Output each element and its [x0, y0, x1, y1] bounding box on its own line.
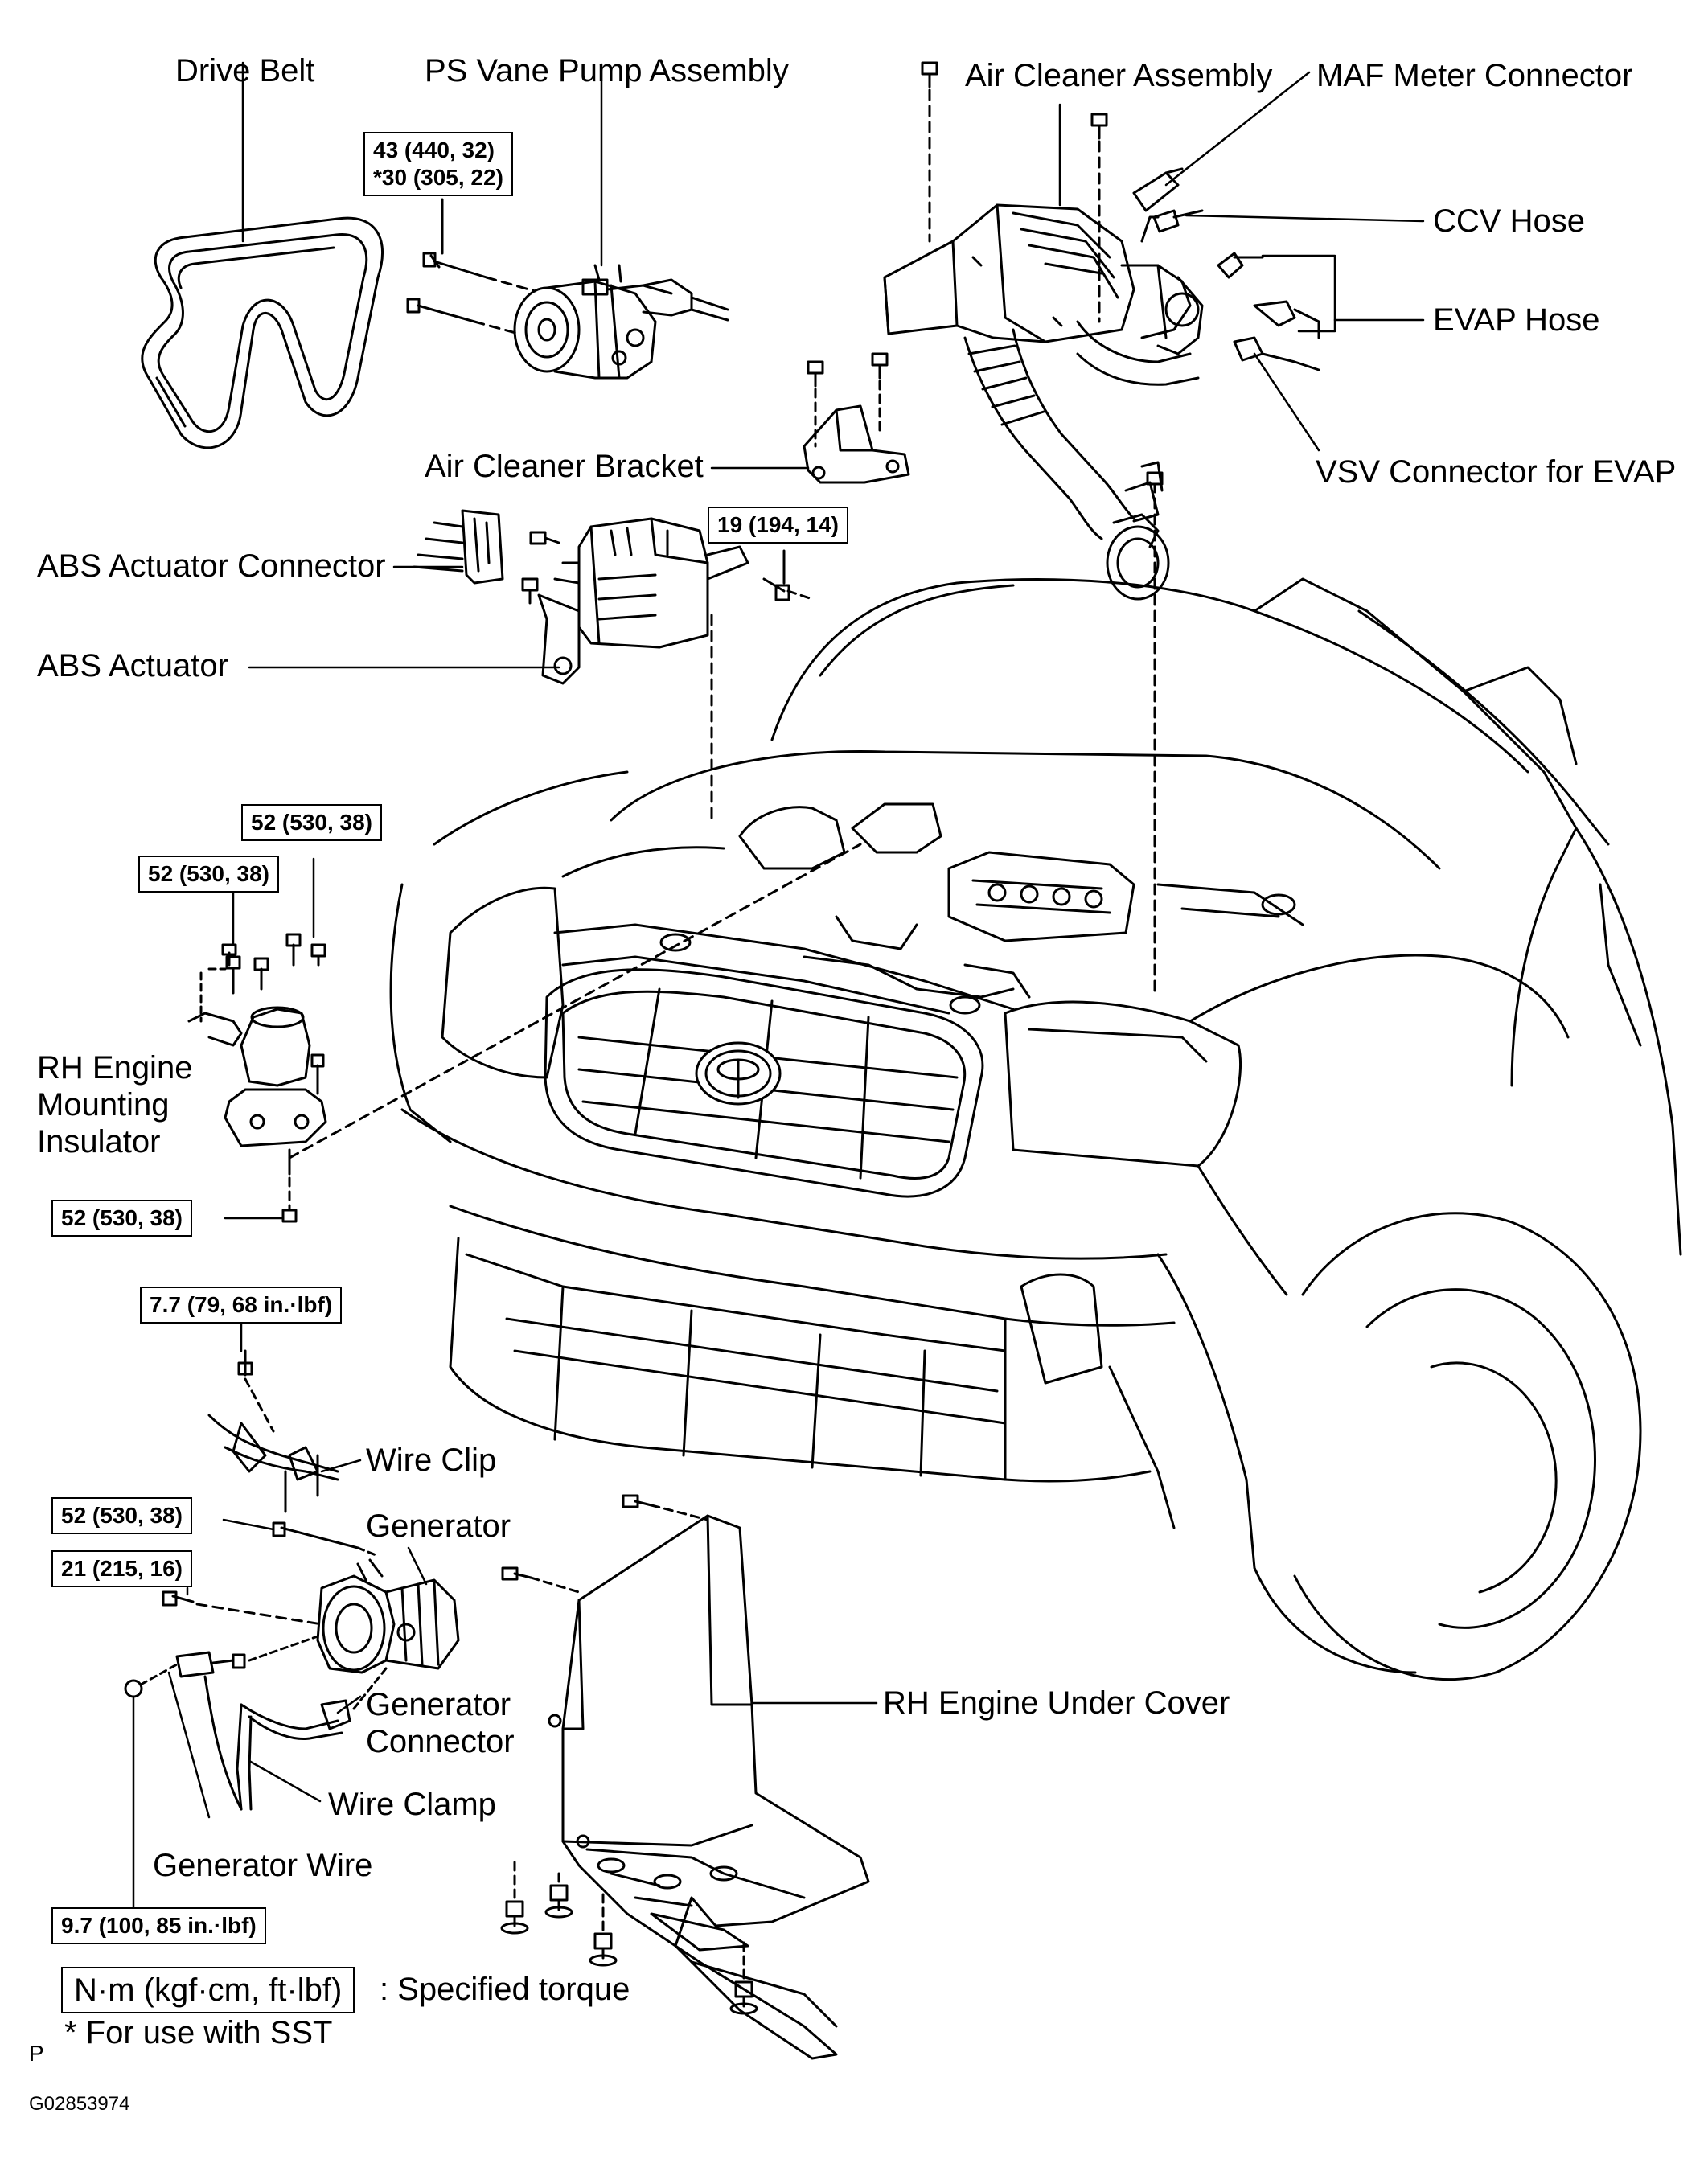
- engine-mount-drawing: [187, 843, 862, 1223]
- generator-drawing: [316, 1558, 460, 1674]
- label-maf-meter-connector: MAF Meter Connector: [1316, 58, 1633, 93]
- under-cover-bolts: [500, 1494, 758, 2015]
- drive-belt-drawing: [141, 216, 384, 449]
- label-rh-engine-mounting-2: Mounting: [37, 1087, 170, 1123]
- label-generator-connector-2: Connector: [366, 1724, 515, 1759]
- vehicle-front-drawing: [389, 577, 1682, 1681]
- torque-generator-bolt-lower-value: 21 (215, 16): [61, 1556, 183, 1581]
- legend-unit-desc: : Specified torque: [380, 1972, 630, 2007]
- label-wire-clamp: Wire Clamp: [328, 1787, 496, 1822]
- torque-generator-bolt-upper: 52 (530, 38): [51, 1497, 192, 1534]
- wire-clip-drawing: [207, 1414, 339, 1513]
- label-abs-actuator: ABS Actuator: [37, 648, 228, 683]
- torque-ps-pump-line2: *30 (305, 22): [373, 165, 503, 190]
- torque-ps-pump-line1: 43 (440, 32): [373, 137, 495, 162]
- label-vsv-connector: VSV Connector for EVAP: [1316, 454, 1677, 490]
- label-abs-actuator-connector: ABS Actuator Connector: [37, 548, 386, 584]
- label-ccv-hose: CCV Hose: [1433, 203, 1585, 239]
- abs-actuator-drawing: [521, 517, 749, 685]
- generator-connector-drawing: [236, 1667, 388, 1811]
- torque-generator-bolt-upper-value: 52 (530, 38): [61, 1503, 183, 1528]
- label-rh-engine-mounting-1: RH Engine: [37, 1050, 193, 1086]
- label-drive-belt: Drive Belt: [175, 53, 315, 88]
- air-cleaner-bracket-drawing: [803, 352, 910, 484]
- air-cleaner-fasteners: [921, 61, 1164, 999]
- label-evap-hose: EVAP Hose: [1433, 302, 1600, 338]
- torque-mount-upper-right-value: 52 (530, 38): [251, 810, 372, 835]
- torque-ps-pump: 43 (440, 32) *30 (305, 22): [363, 132, 513, 196]
- legend-unit-box: N·m (kgf·cm, ft·lbf): [61, 1967, 355, 2013]
- legend-sst-note: * For use with SST: [64, 2015, 333, 2050]
- torque-abs-bolt: 19 (194, 14): [708, 507, 848, 544]
- label-air-cleaner-assembly: Air Cleaner Assembly: [965, 58, 1273, 93]
- corner-letter: P: [29, 2041, 44, 2066]
- torque-mount-upper-left: 52 (530, 38): [138, 856, 279, 893]
- label-generator-connector-1: Generator: [366, 1687, 511, 1722]
- under-cover-drawing: [548, 1514, 870, 2060]
- ps-vane-pump-drawing: [513, 264, 729, 380]
- intake-hose-drawing: [963, 320, 1200, 601]
- generator-wire-drawing: [124, 1635, 319, 1811]
- leader-lines: [132, 61, 1425, 1917]
- abs-bolt-drawing: [710, 549, 814, 822]
- torque-wire-clip-bolt: 7.7 (79, 68 in.·lbf): [140, 1287, 343, 1324]
- generator-bolts: [162, 1349, 380, 1626]
- air-cleaner-drawing: [883, 203, 1204, 355]
- torque-mount-lower: 52 (530, 38): [51, 1200, 192, 1237]
- label-ps-vane-pump: PS Vane Pump Assembly: [425, 53, 789, 88]
- label-generator: Generator: [366, 1508, 511, 1544]
- label-wire-clip: Wire Clip: [366, 1443, 497, 1478]
- abs-actuator-connector-drawing: [413, 509, 504, 585]
- torque-wire-clip-bolt-value: 7.7 (79, 68 in.·lbf): [150, 1292, 333, 1317]
- figure-code: G02853974: [29, 2093, 130, 2115]
- label-rh-engine-under-cover: RH Engine Under Cover: [883, 1685, 1230, 1721]
- torque-generator-wire-nut-value: 9.7 (100, 85 in.·lbf): [61, 1913, 257, 1938]
- torque-generator-bolt-lower: 21 (215, 16): [51, 1550, 192, 1587]
- torque-mount-lower-value: 52 (530, 38): [61, 1205, 183, 1230]
- torque-mount-upper-left-value: 52 (530, 38): [148, 861, 269, 886]
- maf-ccv-evap-drawing: [1132, 167, 1320, 371]
- torque-generator-wire-nut: 9.7 (100, 85 in.·lbf): [51, 1907, 266, 1944]
- torque-mount-upper-right: 52 (530, 38): [241, 804, 382, 841]
- label-air-cleaner-bracket: Air Cleaner Bracket: [425, 449, 704, 484]
- label-generator-wire: Generator Wire: [153, 1848, 373, 1883]
- ps-pump-bolts: [406, 198, 536, 335]
- label-rh-engine-mounting-3: Insulator: [37, 1124, 161, 1159]
- torque-abs-bolt-value: 19 (194, 14): [717, 512, 839, 537]
